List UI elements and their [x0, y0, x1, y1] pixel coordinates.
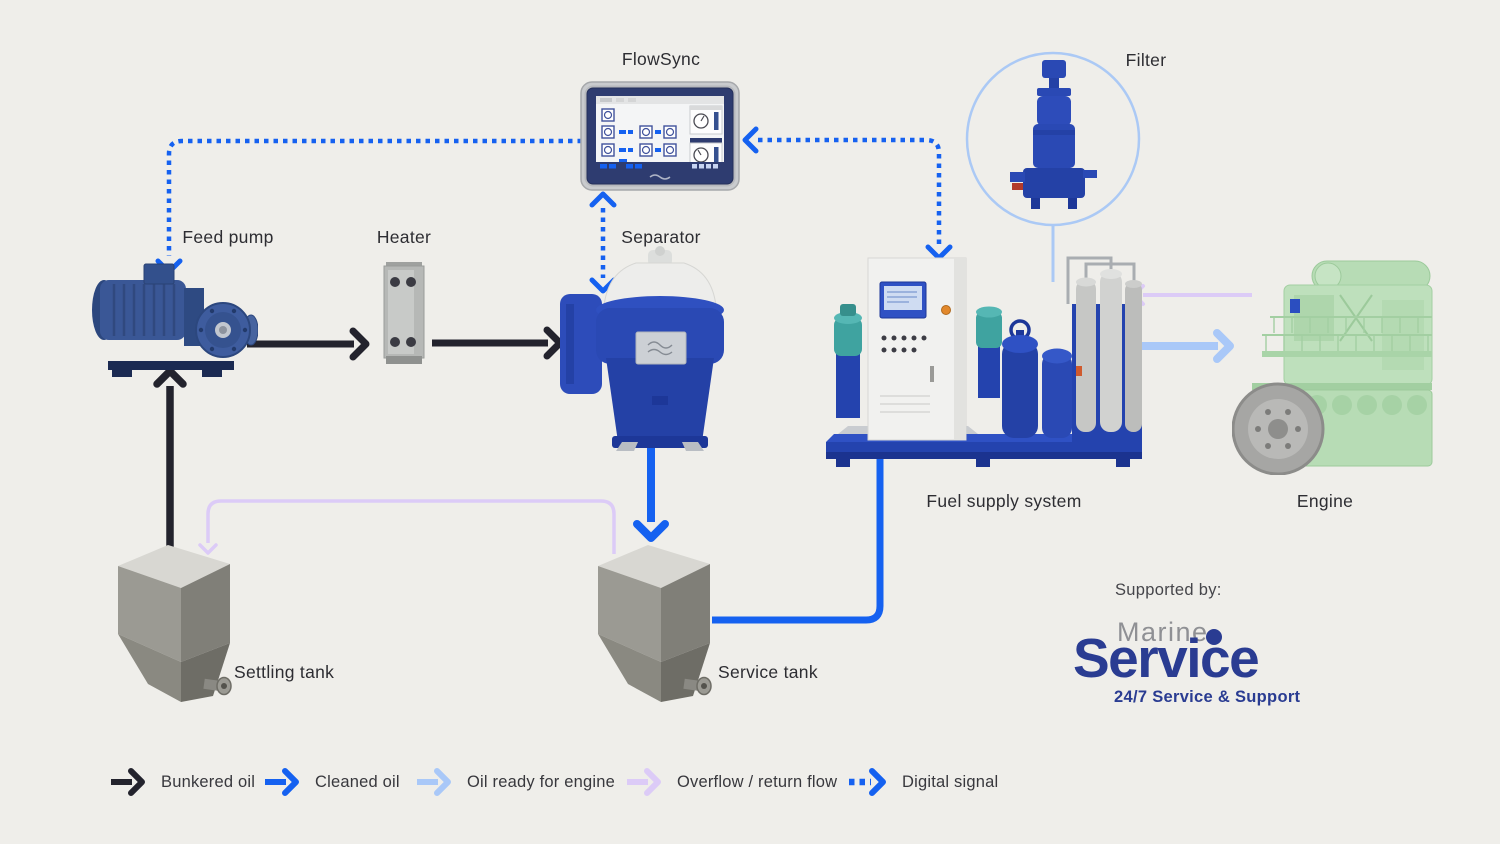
settling-tank-label: Settling tank [234, 662, 335, 682]
brand-marine: Marine [1117, 617, 1209, 647]
service-tank-label: Service tank [718, 662, 818, 682]
flowsync-label: FlowSync [621, 49, 701, 69]
fuel-supply-system-label: Fuel supply system [926, 491, 1082, 511]
legend-label: Bunkered oil [161, 772, 256, 791]
brand-service: Service [1073, 627, 1260, 689]
overflow-arrow-icon [627, 768, 661, 796]
feed-pump-label: Feed pump [182, 227, 274, 247]
legend-label: Overflow / return flow [677, 772, 838, 791]
flowsync-panel-illustration [580, 81, 740, 191]
heater-label: Heater [376, 227, 432, 247]
legend-label: Digital signal [902, 772, 999, 791]
flow-bunkered-heater-to-separator [432, 326, 564, 360]
bunkered-oil-arrow-icon [111, 768, 145, 796]
filter-callout-circle [965, 51, 1141, 227]
legend-label: Cleaned oil [315, 772, 400, 791]
heater-illustration [383, 262, 425, 364]
oil-ready-arrow-icon [417, 768, 451, 796]
engine-illustration [1232, 260, 1433, 475]
supported-by-text: Supported by: [1115, 581, 1222, 599]
legend-item-digital-signal: Digital signal [847, 766, 998, 798]
filter-illustration [1010, 60, 1097, 209]
cleaned-oil-arrow-icon [265, 768, 299, 796]
signal-fuel-supply-to-flowsync [742, 126, 953, 261]
flow-bunkered-tank-to-pump [153, 367, 187, 548]
feed-pump-illustration [92, 263, 258, 377]
legend-label: Oil ready for engine [467, 772, 615, 791]
legend-item-overflow: Overflow / return flow [624, 766, 837, 798]
legend-item-oil-ready: Oil ready for engine [414, 766, 615, 798]
separator-label: Separator [621, 227, 701, 247]
brand-tagline: 24/7 Service & Support [1114, 688, 1301, 706]
flow-ready-fuel-supply-to-engine [1138, 329, 1234, 363]
legend-item-cleaned-oil: Cleaned oil [262, 766, 400, 798]
engine-label: Engine [1296, 491, 1354, 511]
alfa-laval-plate [635, 331, 687, 365]
logo-dot [1206, 629, 1222, 645]
flow-bunkered-pump-to-heater [247, 327, 370, 361]
filter-label: Filter [1125, 50, 1167, 70]
separator-illustration [560, 246, 724, 451]
flow-overflow-service-to-settling [198, 499, 616, 555]
alfa-laval-logo [649, 174, 671, 180]
signal-flowsync-to-feed-pump [155, 138, 582, 275]
legend-item-bunkered-oil: Bunkered oil [108, 766, 255, 798]
service-tank-illustration [598, 545, 712, 702]
digital-signal-arrow-icon [849, 768, 886, 796]
fuel-supply-system-illustration [826, 256, 1142, 467]
settling-tank-illustration [118, 545, 232, 702]
